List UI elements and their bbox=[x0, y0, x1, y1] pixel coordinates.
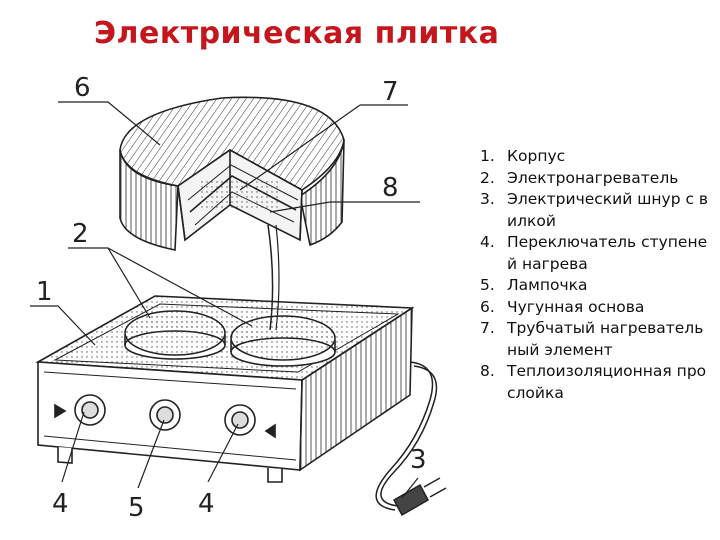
callout-3: 3 bbox=[410, 445, 427, 475]
legend-item: 3.Электрический шнур с вилкой bbox=[480, 190, 709, 230]
legend-item: 1.Корпус bbox=[480, 147, 566, 165]
power-cord bbox=[375, 361, 447, 517]
legend-item: 6.Чугунная основа bbox=[480, 297, 645, 316]
leader-lines bbox=[30, 101, 420, 499]
page-title: Электрическая плитка bbox=[94, 16, 500, 51]
legend-item: 8.Теплоизоляционная прослойка bbox=[480, 362, 707, 402]
callout-5: 5 bbox=[128, 493, 145, 523]
heating-plate-exploded bbox=[119, 96, 345, 251]
callout-2: 2 bbox=[72, 219, 89, 249]
legend-item: 5.Лампочка bbox=[480, 276, 588, 294]
parts-legend: 1.Корпус 2.Электронагреватель 3.Электрич… bbox=[474, 146, 712, 404]
callout-4-left: 4 bbox=[52, 489, 69, 519]
callout-numbers: 6 7 8 2 1 3 4 5 4 bbox=[36, 73, 427, 523]
callout-1: 1 bbox=[36, 277, 53, 307]
burners bbox=[124, 310, 336, 367]
legend-item: 4.Переключатель ступеней нагрева bbox=[480, 233, 708, 273]
stove-body bbox=[35, 295, 415, 483]
callout-7: 7 bbox=[382, 77, 399, 107]
legend-item: 7.Трубчатый нагревательный элемент bbox=[480, 319, 704, 359]
callout-8: 8 bbox=[382, 173, 399, 203]
legend-item: 2.Электронагреватель bbox=[480, 168, 679, 187]
callout-4-right: 4 bbox=[198, 489, 215, 519]
callout-6: 6 bbox=[74, 73, 91, 103]
